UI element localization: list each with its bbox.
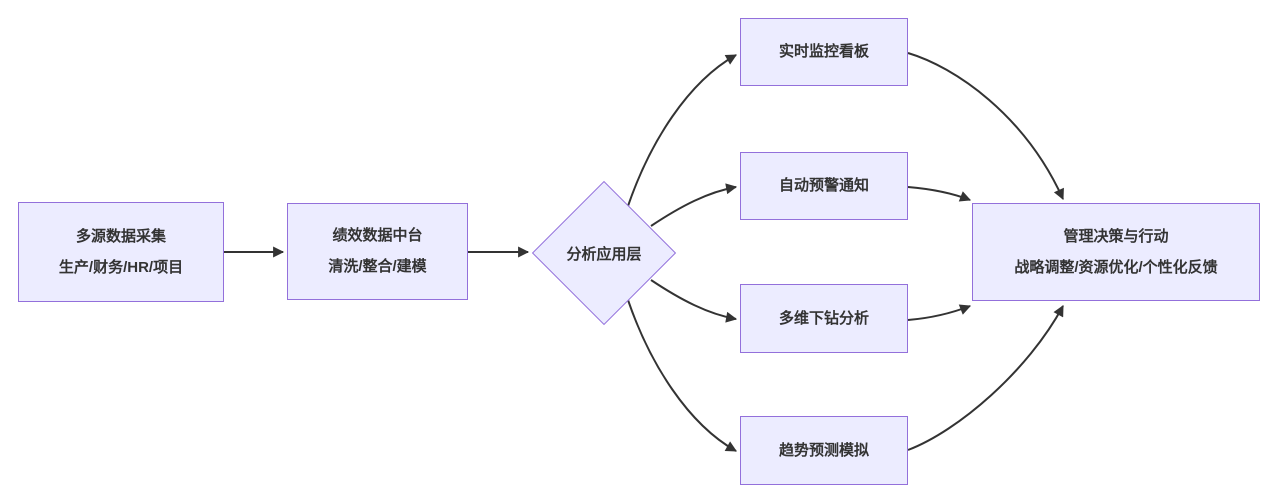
node-forecast: 趋势预测模拟: [740, 416, 908, 485]
node-dashboard-title: 实时监控看板: [778, 43, 869, 60]
edge-dashboard-decision: [907, 52, 1064, 201]
node-alerts-title: 自动预警通知: [778, 177, 869, 194]
edge-drilldown-decision: [907, 304, 972, 321]
node-decision: 管理决策与行动 战略调整/资源优化/个性化反馈: [972, 203, 1260, 301]
node-platform-subtitle: 清洗/整合/建模: [328, 258, 427, 275]
node-dashboard: 实时监控看板: [740, 18, 908, 86]
edge-analysis-drilldown: [650, 279, 738, 323]
edge-analysis-forecast: [627, 299, 737, 452]
node-platform-title: 绩效数据中台: [332, 227, 423, 244]
node-drilldown: 多维下钻分析: [740, 284, 908, 353]
node-forecast-title: 趋势预测模拟: [778, 441, 869, 459]
edge-alerts-decision: [907, 186, 972, 202]
node-alerts: 自动预警通知: [740, 152, 908, 220]
node-source-title: 多源数据采集: [75, 227, 166, 245]
node-drilldown-title: 多维下钻分析: [778, 309, 869, 327]
edge-forecast-decision: [907, 305, 1064, 451]
node-source: 多源数据采集 生产/财务/HR/项目: [18, 202, 224, 302]
node-platform: 绩效数据中台 清洗/整合/建模: [287, 203, 468, 300]
edge-analysis-dashboard: [627, 54, 737, 207]
node-decision-subtitle: 战略调整/资源优化/个性化反馈: [1014, 258, 1218, 276]
node-source-subtitle: 生产/财务/HR/项目: [58, 258, 184, 276]
edge-analysis-alerts: [650, 183, 738, 227]
node-decision-title: 管理决策与行动: [1063, 227, 1169, 245]
node-analysis-label: 分析应用层: [566, 245, 642, 263]
